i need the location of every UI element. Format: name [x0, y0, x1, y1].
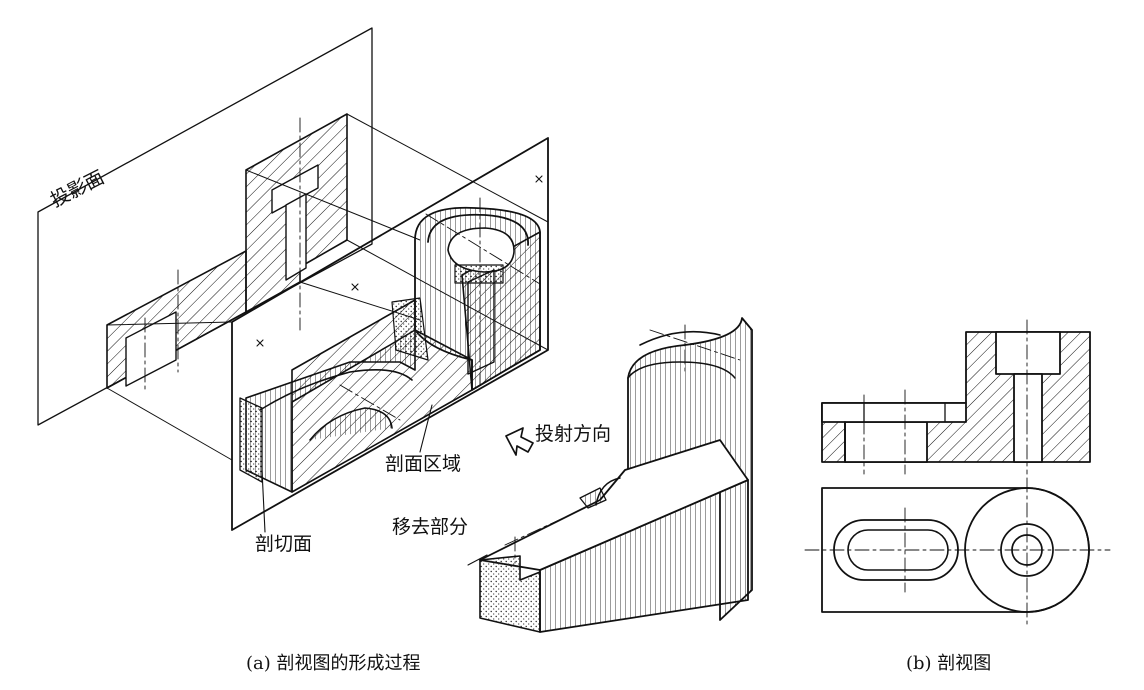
projection-plane	[37, 27, 373, 426]
cutting-plane	[231, 137, 549, 531]
sectioned-part	[239, 197, 541, 493]
projection-lines	[106, 113, 549, 461]
removed-part	[479, 317, 753, 633]
label-projection-direction: 投射方向	[535, 423, 612, 445]
projected-section	[106, 113, 348, 393]
projection-direction-arrow-icon	[505, 427, 534, 456]
section-view-top	[804, 477, 1111, 626]
plane-markers	[256, 175, 543, 347]
caption-a: (a) 剖视图的形成过程	[246, 653, 421, 674]
caption-b: (b) 剖视图	[906, 653, 992, 674]
label-cutting-plane: 剖切面	[255, 533, 313, 555]
label-section-area: 剖面区域	[385, 453, 462, 475]
label-removed-part: 移去部分	[392, 516, 469, 538]
leader-lines	[261, 404, 488, 566]
section-view-front	[821, 319, 1091, 475]
